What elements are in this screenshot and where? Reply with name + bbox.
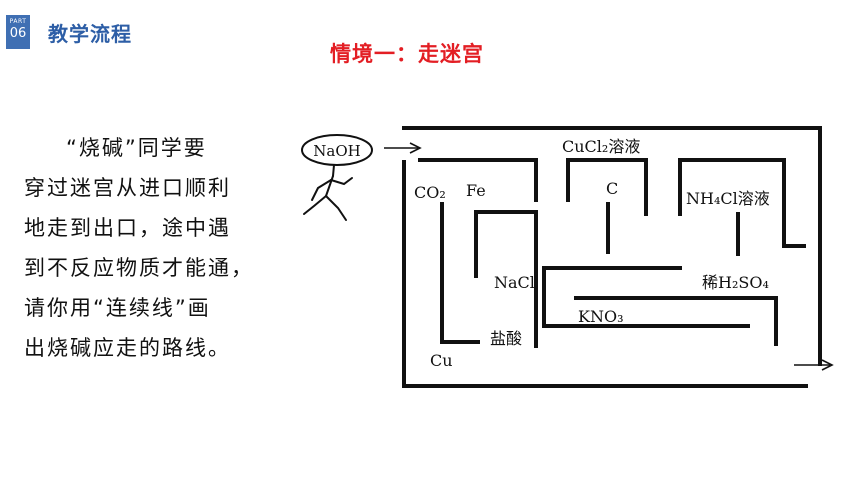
label-kno3: KNO₃ [578, 307, 623, 326]
maze-figure: NaOH [296, 118, 840, 394]
label-cu: Cu [430, 351, 453, 370]
description-line: 出烧碱应走的路线。 [24, 336, 231, 360]
naoh-label: NaOH [313, 142, 360, 160]
maze-corridor-middle [542, 266, 682, 328]
description-line: 地走到出口，途中遇 [24, 216, 231, 240]
description-line: 请你用“连续线”画 [24, 296, 211, 320]
section-title: 教学流程 [48, 22, 132, 46]
label-co2: CO₂ [414, 183, 446, 202]
maze-nh4cl-cell [678, 158, 806, 248]
maze-outer-top-right [402, 126, 822, 366]
naoh-head-oval [301, 134, 373, 166]
maze-cucl2-cell [566, 158, 648, 216]
description-line: 穿过迷宫从进口顺利 [24, 176, 231, 200]
label-nacl: NaCl [494, 273, 535, 292]
part-number: 06 [9, 26, 27, 41]
description-line: 到不反应物质才能通， [24, 256, 254, 280]
part-badge: PART 06 [6, 15, 30, 49]
figure-neck [332, 164, 335, 177]
scene-title: 情境一：走迷宫 [330, 42, 484, 66]
entry-arrow [384, 142, 422, 154]
maze-walls [402, 126, 822, 388]
label-hcl: 盐酸 [490, 329, 522, 348]
figure-arm-left [311, 179, 332, 201]
figure-body [325, 175, 334, 197]
figure-leg-right [325, 195, 347, 221]
exit-arrow [794, 359, 834, 371]
maze-inner-upper-left [418, 158, 538, 202]
part-label: PART [9, 18, 27, 25]
figure-arm-right [330, 177, 353, 186]
maze-outer-left-bottom [402, 160, 808, 388]
maze-corridor-left [474, 210, 538, 348]
maze-co2-stub [440, 202, 480, 344]
description-line: “烧碱”同学要 [66, 136, 207, 160]
label-nh4cl: NH₄Cl溶液 [686, 189, 770, 208]
label-fe: Fe [466, 181, 486, 200]
naoh-stick-figure: NaOH [301, 134, 373, 221]
figure-leg-left [303, 195, 327, 215]
label-c: C [606, 179, 618, 198]
label-cucl2: CuCl₂溶液 [562, 137, 640, 156]
maze-corridor-right [574, 296, 778, 346]
label-h2so4: 稀H₂SO₄ [702, 273, 769, 292]
description-text: “烧碱”同学要 穿过迷宫从进口顺利 地走到出口，途中遇 到不反应物质才能通， 请… [24, 128, 300, 368]
